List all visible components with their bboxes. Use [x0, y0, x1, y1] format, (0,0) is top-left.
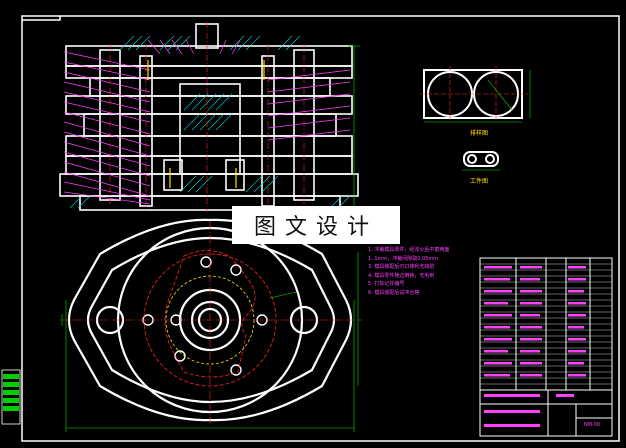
margin-tag: [3, 406, 19, 411]
part-drawing: [463, 151, 499, 167]
drawing-frame: [21, 15, 620, 442]
note-line: 5. 打标记并编号: [368, 281, 405, 288]
watermark-banner: 图文设计: [232, 206, 400, 244]
plan-view-centerlines: [60, 222, 362, 424]
section-leaders: [63, 39, 351, 205]
margin-tag: [3, 374, 19, 379]
note-line: 3. 模具装配后刃口锋利无缺陷: [368, 264, 435, 271]
strip-layout-caption: 排样图: [470, 130, 489, 137]
margin-tag: [3, 390, 19, 395]
section-yellow-marks: [147, 60, 265, 188]
section-view: [59, 23, 359, 211]
section-centerlines: [109, 22, 305, 212]
note-line: 1. 冲裁模具零件，经淬火后平磨两面: [368, 247, 450, 253]
title-block: [479, 257, 613, 437]
technical-notes: 1. 冲裁模具零件，经淬火后平磨两面 1. 1mm，冲裁间隙取0.05mm 3.…: [368, 246, 480, 298]
note-line: 1. 1mm，冲裁间隙取0.05mm: [368, 255, 439, 262]
margin-tag: [3, 382, 19, 387]
parts-list-text-marks: [484, 266, 586, 427]
parts-list-rows: [480, 263, 612, 385]
section-hatch: [69, 35, 351, 209]
note-line: 4. 模具零件棱边倒钝，无毛刺: [368, 272, 435, 279]
margin-tag: [3, 398, 19, 403]
left-margin-box: [1, 369, 21, 425]
plan-view-bolt-holes: [142, 256, 268, 376]
plan-view-dimensions: [61, 252, 359, 432]
part-caption: 工件图: [470, 178, 489, 185]
note-line: 6. 模具装配后试冲合格: [368, 289, 420, 296]
drawing-number: NM-00: [584, 422, 601, 428]
